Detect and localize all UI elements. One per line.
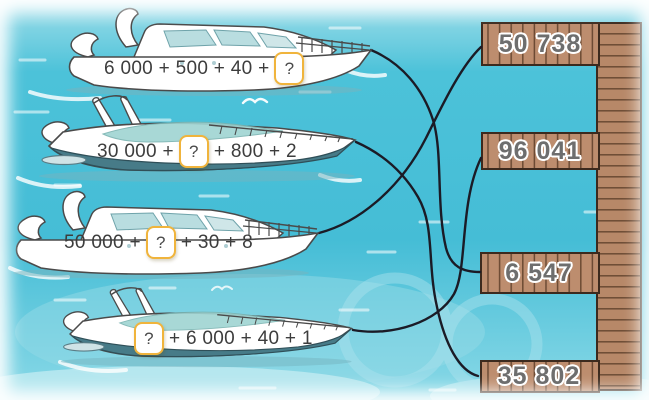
- rope-boat4-to-96041: [351, 156, 483, 333]
- expression-before: 30 000 +: [97, 140, 174, 162]
- expression-before: 6 000 + 500 + 40 +: [104, 57, 270, 79]
- dock-pier-4[interactable]: [480, 360, 600, 393]
- dock-number-96041: 96 041: [498, 137, 582, 165]
- mooring-ropes: [317, 45, 483, 378]
- dock-number-35802: 35 802: [497, 362, 581, 390]
- boat-1-mystery-box[interactable]: ?: [274, 52, 305, 85]
- rope-boat3-to-50738: [317, 45, 483, 235]
- dock-pier-2[interactable]: [481, 132, 600, 170]
- expression-after: + 30 + 8: [180, 231, 254, 253]
- dock-number-6547: 6 547: [505, 259, 573, 287]
- boat-3-mystery-box[interactable]: ?: [145, 226, 176, 259]
- boat-4-mystery-box[interactable]: ?: [134, 322, 164, 355]
- boat-2-mystery-box[interactable]: ?: [178, 135, 209, 168]
- boat-2-expression: 30 000 + ? + 800 + 2: [95, 135, 299, 168]
- rope-boat1-to-6547: [369, 48, 482, 274]
- rope-boat2-to-35802: [354, 140, 480, 378]
- dock-pier-1[interactable]: [481, 22, 600, 66]
- expression-after: + 6 000 + 40 + 1: [169, 327, 313, 349]
- expression-before: 50 000 +: [64, 231, 141, 253]
- dock-number-50738: 50 738: [498, 30, 582, 58]
- boat-4-expression: ? + 6 000 + 40 + 1: [127, 322, 315, 355]
- expression-after: + 800 + 2: [213, 140, 297, 162]
- dock-structure: [480, 22, 642, 393]
- dock-main-walkway: [596, 22, 642, 391]
- boat-1-expression: 6 000 + 500 + 40 + ?: [102, 52, 311, 85]
- dock-pier-3[interactable]: [480, 252, 600, 294]
- boat-3-expression: 50 000 + ? + 30 + 8: [62, 226, 255, 259]
